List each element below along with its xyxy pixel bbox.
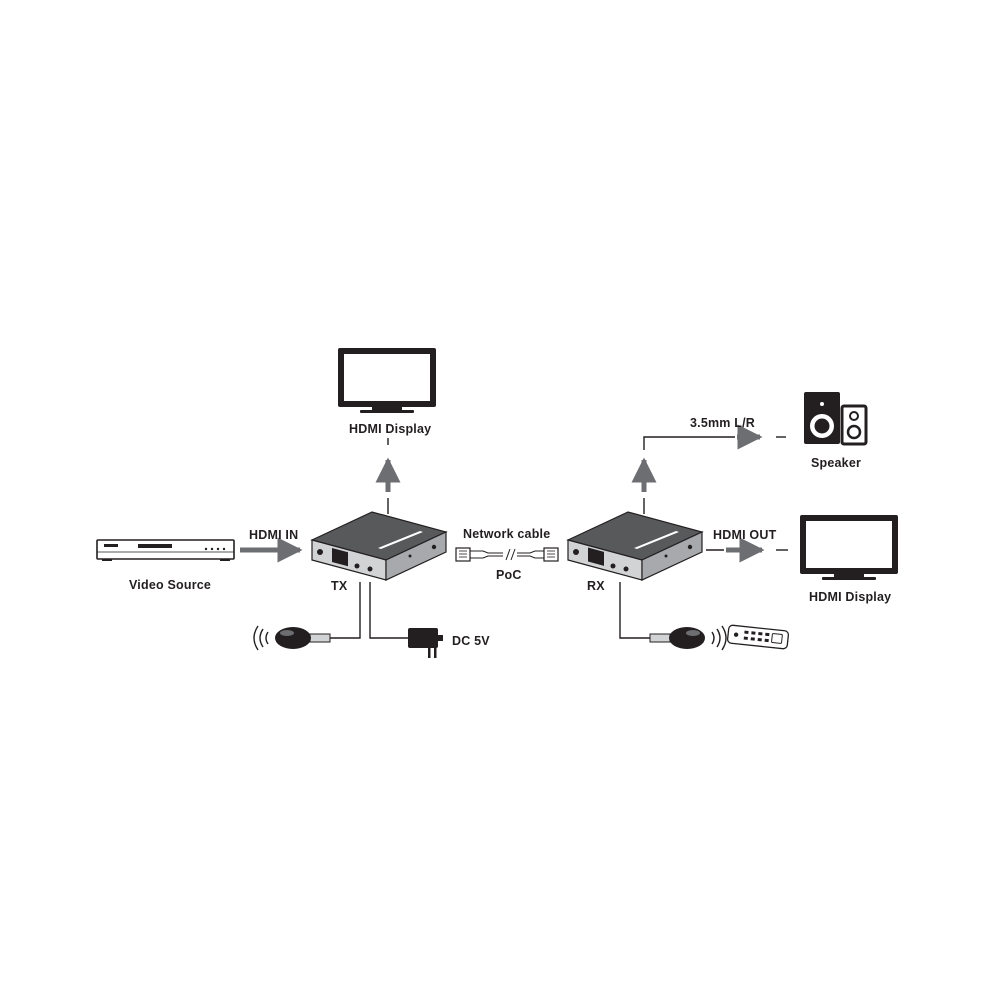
speaker-icon [804, 392, 868, 446]
rx-device-icon [566, 511, 704, 581]
hdmi-display-top-icon [338, 348, 436, 413]
poc-label: PoC [496, 568, 522, 582]
tx-device-icon [310, 511, 448, 581]
network-cable-label: Network cable [463, 527, 551, 541]
ir-signal-icon [253, 625, 269, 651]
audio-label: 3.5mm L/R [690, 416, 756, 430]
tx-ir-cable [330, 582, 361, 639]
tx-label: TX [331, 579, 348, 593]
ir-signal-icon [711, 625, 727, 651]
rx-label: RX [587, 579, 605, 593]
tx-power-cable [369, 582, 408, 639]
hdmi-in-label: HDMI IN [249, 528, 299, 542]
rx-ir-cable [619, 582, 650, 639]
rx-ir-receiver-icon [649, 625, 727, 651]
power-adapter-icon [408, 628, 443, 658]
video-source-icon [96, 539, 235, 561]
hdmi-out-label: HDMI OUT [713, 528, 777, 542]
connection-lines [240, 424, 788, 639]
hdmi-display-top-label: HDMI Display [349, 422, 432, 436]
network-cable-icon [455, 547, 559, 562]
video-source-label: Video Source [129, 578, 212, 592]
speaker-label: Speaker [811, 456, 862, 470]
tx-ir-receiver-icon [253, 625, 331, 651]
dc-5v-label: DC 5V [452, 634, 490, 648]
hdmi-display-right-icon [800, 515, 898, 580]
remote-control-icon [726, 624, 790, 650]
hdmi-display-right-label: HDMI Display [809, 590, 892, 604]
